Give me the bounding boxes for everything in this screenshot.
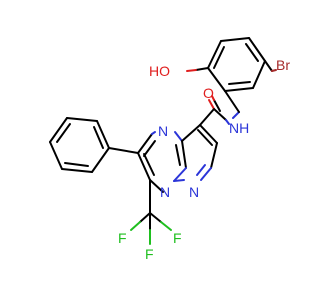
molecule-canvas: HO O Br NH N N N F F F bbox=[49, 37, 290, 262]
fluorine-label-2: F bbox=[173, 230, 182, 246]
structure-diagram: HO O Br NH N N N F F F bbox=[49, 37, 290, 262]
hydroxyl-label: HO bbox=[149, 63, 170, 79]
pyrazole-ring bbox=[173, 124, 218, 182]
amide-nh-label: NH bbox=[229, 120, 249, 136]
pyrimidine-nitrogen-label: N bbox=[158, 123, 168, 139]
trifluoromethyl-group bbox=[130, 179, 172, 245]
fluorine-label-1: F bbox=[118, 230, 127, 246]
amide-group bbox=[199, 90, 240, 126]
carbonyl-oxygen-label: O bbox=[203, 85, 214, 101]
pyrimidine-ring bbox=[137, 131, 187, 193]
bromine-label: Br bbox=[276, 57, 290, 73]
bridgehead-nitrogen-label: N bbox=[160, 184, 170, 200]
phenyl-link-bond bbox=[108, 147, 139, 154]
bromohydroxyphenyl-ring bbox=[186, 37, 277, 92]
pyrazole-nitrogen-label: N bbox=[189, 184, 199, 200]
phenyl-ring bbox=[49, 117, 110, 173]
fluorine-label-3: F bbox=[145, 246, 154, 262]
